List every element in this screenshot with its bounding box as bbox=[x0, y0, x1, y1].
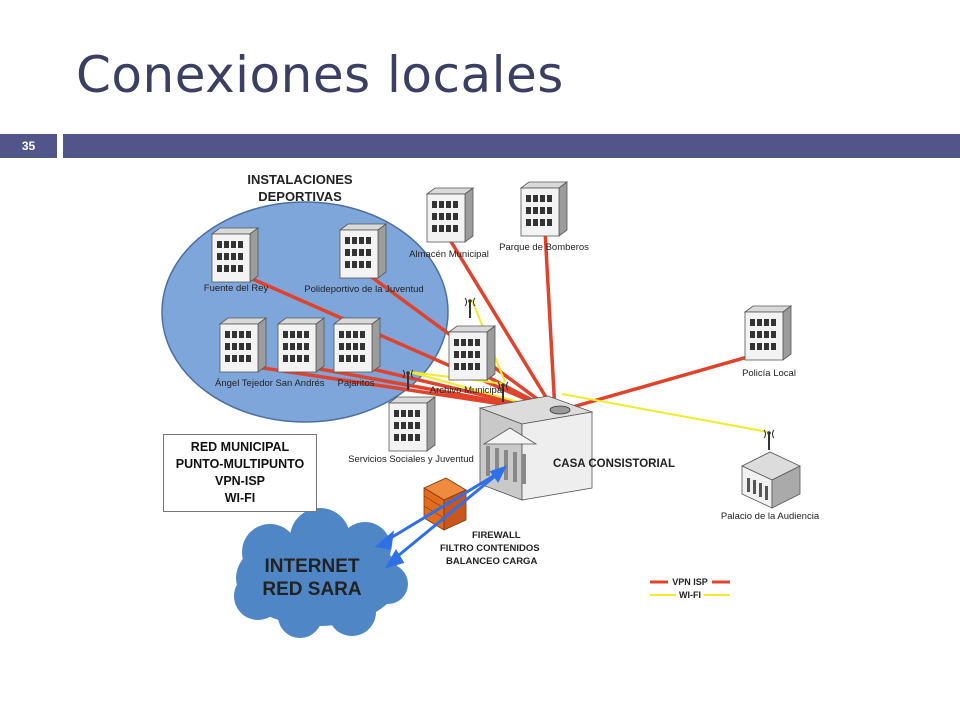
label-polideportivo: Polideportivo de la Juventud bbox=[304, 284, 423, 295]
casa-consistorial-icon bbox=[478, 395, 594, 501]
internet-cloud-icon bbox=[234, 508, 408, 638]
building-fuente-del-rey-icon bbox=[211, 227, 259, 283]
label-palacio-audiencia: Palacio de la Audiencia bbox=[721, 511, 820, 522]
building-san-andres-icon bbox=[277, 317, 325, 373]
legend-box-line: WI-FI bbox=[224, 491, 256, 505]
building-servicios-sociales-icon bbox=[388, 396, 436, 452]
label-archivo: Archivo Municipal bbox=[430, 385, 504, 396]
building-archivo-icon bbox=[448, 325, 496, 381]
header-bar bbox=[63, 134, 960, 158]
label-policia: Policía Local bbox=[742, 368, 796, 379]
firewall-label-2: FILTRO CONTENIDOS bbox=[440, 543, 540, 554]
group-title-2: DEPORTIVAS bbox=[258, 189, 342, 204]
legend-wifi-label: WI-FI bbox=[679, 590, 701, 600]
label-almacen: Almacén Municipal bbox=[409, 249, 489, 260]
label-casa-consistorial: CASA CONSISTORIAL bbox=[553, 458, 675, 470]
building-pajaritos-icon bbox=[333, 317, 381, 373]
internet-links bbox=[374, 465, 507, 569]
label-bomberos: Parque de Bomberos bbox=[499, 242, 589, 253]
building-policia-icon bbox=[744, 305, 792, 361]
building-almacen-icon bbox=[426, 187, 474, 243]
legend-box-line: RED MUNICIPAL bbox=[190, 440, 290, 454]
label-servicios-sociales: Servicios Sociales y Juventud bbox=[348, 454, 474, 465]
legend-vpn-label: VPN ISP bbox=[672, 577, 708, 587]
label-angel-tejedor: Ángel Tejedor bbox=[215, 378, 273, 389]
palacio-audiencia-icon bbox=[741, 451, 801, 509]
firewall-label-1: FIREWALL bbox=[472, 530, 521, 541]
line-legend: VPN ISP WI-FI bbox=[650, 577, 730, 600]
slide-number: 35 bbox=[0, 134, 57, 158]
legend-box-line: VPN-ISP bbox=[214, 474, 265, 488]
network-legend-box: RED MUNICIPAL PUNTO-MULTIPUNTO VPN-ISP W… bbox=[163, 434, 317, 512]
building-polideportivo-icon bbox=[339, 223, 387, 279]
antenna-palacio-icon bbox=[763, 429, 775, 451]
building-bomberos-icon bbox=[520, 181, 568, 237]
page-title: Conexiones locales bbox=[76, 46, 564, 104]
internet-label-1: INTERNET bbox=[265, 556, 360, 577]
label-san-andres: San Andrés bbox=[275, 378, 324, 389]
label-fuente-del-rey: Fuente del Rey bbox=[204, 283, 269, 294]
legend-box-line: PUNTO-MULTIPUNTO bbox=[175, 457, 305, 471]
label-pajaritos: Pajaritos bbox=[338, 378, 375, 389]
group-title: INSTALACIONES bbox=[247, 172, 353, 187]
building-angel-tejedor-icon bbox=[219, 317, 267, 373]
internet-label-2: RED SARA bbox=[262, 579, 362, 600]
firewall-label-3: BALANCEO CARGA bbox=[446, 556, 537, 567]
antenna-archivo-icon bbox=[464, 297, 476, 319]
